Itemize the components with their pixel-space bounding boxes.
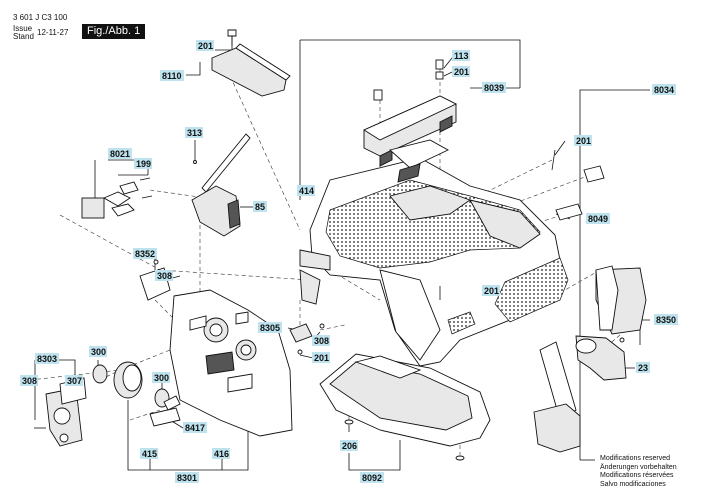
hose-cuff [533, 341, 581, 453]
callout-308: 308 [314, 336, 329, 346]
callout-8417: 8417 [185, 423, 205, 433]
main-housing-8034 [299, 139, 605, 367]
callout-8305: 8305 [260, 323, 280, 333]
callout-8350: 8350 [656, 315, 676, 325]
callout-201: 201 [484, 286, 499, 296]
front-panel-8301 [169, 289, 293, 437]
hose-end-23 [575, 335, 627, 381]
callout-201: 201 [198, 41, 213, 51]
callout-308: 308 [22, 376, 37, 386]
callout-201: 201 [314, 353, 329, 363]
issue-date: 12-11-27 [37, 28, 69, 37]
callout-307: 307 [67, 376, 82, 386]
callout-416: 416 [214, 449, 229, 459]
callout-8034: 8034 [654, 85, 674, 95]
base-plate-8092 [319, 353, 491, 461]
callout-8352: 8352 [135, 249, 155, 259]
callout-113: 113 [454, 51, 469, 61]
switch-8021 [81, 177, 153, 219]
callout-8303: 8303 [37, 354, 57, 364]
callout-8092: 8092 [362, 473, 382, 483]
callout-300: 300 [154, 373, 169, 383]
callout-23: 23 [638, 363, 648, 373]
dial [113, 361, 143, 399]
issue-label: Issue [13, 24, 33, 33]
callout-201: 201 [576, 136, 591, 146]
callout-300: 300 [91, 347, 106, 357]
modifications-line: Salvo modificaciones [600, 480, 666, 488]
callout-8049: 8049 [588, 214, 608, 224]
modifications-line: Modifications réservées [600, 472, 674, 479]
callout-313: 313 [187, 128, 202, 138]
part-8417 [149, 395, 181, 427]
modifications-line: Änderungen vorbehalten [600, 463, 677, 471]
callout-415: 415 [142, 449, 157, 459]
stand-label: Stand [13, 32, 34, 41]
callout-8301: 8301 [177, 473, 197, 483]
callout-8039: 8039 [484, 83, 504, 93]
callout-8110: 8110 [162, 71, 182, 81]
figure-tab: Fig./Abb. 1 [82, 24, 146, 39]
callout-199: 199 [136, 159, 151, 169]
nozzle-8350 [595, 265, 647, 343]
callout-labels: 201 8110 113 201 8039 8034 313 201 8021 … [20, 40, 678, 483]
callout-206: 206 [342, 441, 357, 451]
callout-308: 308 [157, 271, 172, 281]
modifications-notice: Modifications reserved Änderungen vorbeh… [600, 455, 677, 489]
callout-201: 201 [454, 67, 469, 77]
carrying-handle-8039 [363, 59, 458, 167]
document-number: 3 601 J C3 100 [13, 13, 68, 22]
modifications-line: Modifications reserved [600, 455, 671, 462]
socket-8303 [34, 377, 87, 447]
callout-414: 414 [299, 186, 314, 196]
cord-313 [193, 160, 197, 164]
callout-8021: 8021 [110, 149, 130, 159]
cable-hook-85 [191, 133, 251, 237]
callout-85: 85 [255, 202, 265, 212]
handle-8110 [211, 29, 291, 97]
